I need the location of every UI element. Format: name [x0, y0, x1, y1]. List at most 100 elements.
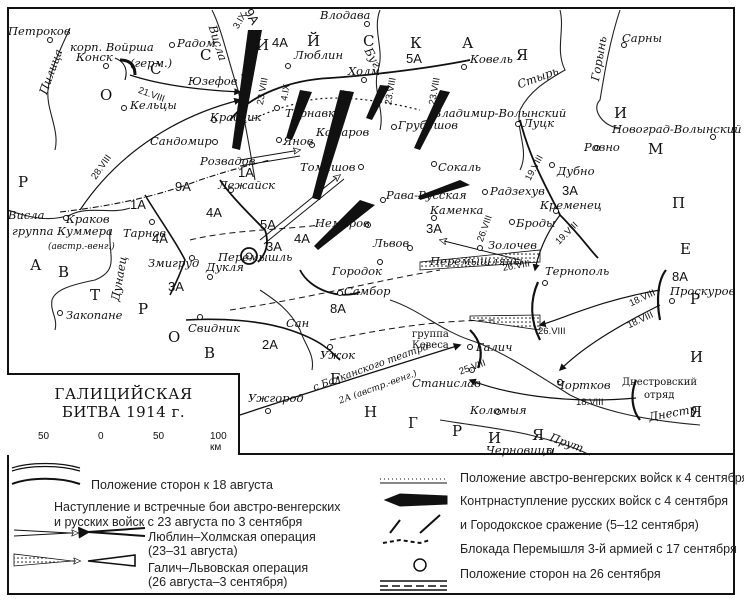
army-label: 3А [168, 279, 184, 294]
city-label: Змигруд [148, 256, 200, 270]
rivers [7, 9, 701, 456]
city-label: Тернополь [545, 264, 610, 278]
legend-item-gorodok: и Городокское сражение (5–12 сентября) [460, 518, 699, 532]
city-label: Закопане [66, 308, 123, 322]
army-label: 3А [266, 239, 282, 254]
city-markers [47, 21, 716, 454]
country-letter: В [204, 344, 216, 362]
city-label: Лежайск [218, 178, 276, 192]
city-label: Галич [476, 340, 513, 354]
map-title-line1: ГАЛИЦИЙСКАЯ [54, 385, 193, 403]
city-label: Перемышляны [430, 254, 523, 268]
group-label: (герм.) [130, 56, 173, 70]
front-lines [59, 57, 667, 421]
city-label: Городок [332, 264, 382, 278]
date-label: 18.VIII [576, 397, 604, 408]
city-label: Проскуров [670, 284, 736, 298]
city-label: Влодава [320, 8, 371, 22]
legend-item-galich-lvov: Галич–Львовская операция [148, 561, 309, 575]
army-label: 3А [426, 221, 442, 236]
country-letter: Р [18, 173, 29, 191]
city-label: Каменка [430, 203, 484, 217]
city-label: Немиров [315, 216, 370, 230]
group-label: корп. Войрша [70, 40, 154, 54]
city-label: Тарнавка [285, 106, 342, 120]
legend-symbols [11, 462, 448, 591]
army-label: 8А [672, 269, 688, 284]
city-label: Черновицы [486, 443, 556, 457]
scale-tick-label: 50 [38, 431, 50, 442]
city-label: Самбор [344, 284, 391, 298]
army-label: 5А [406, 51, 422, 66]
country-letter: Р [452, 422, 463, 440]
river-label: Сан [286, 316, 310, 330]
title-box: ГАЛИЦИЙСКАЯ БИТВА 1914 г. 50 0 50 100 км [7, 373, 240, 455]
country-letter: Я [516, 46, 529, 64]
city-label: Коломыя [470, 403, 527, 417]
city-label: Краков [66, 212, 110, 226]
russian-attack-wedges [232, 30, 470, 250]
legend-item-advance-line2: и русских войск с 23 августа по 3 сентяб… [54, 515, 303, 529]
army-label: 9А [175, 179, 191, 194]
city-label: Конск [76, 50, 113, 64]
city-label: Юзефов [188, 74, 238, 88]
city-label: Сандомир [150, 134, 212, 148]
country-letter: С [150, 60, 162, 78]
army-label: 4А [272, 35, 288, 50]
group-label: (австр.-венг.) [48, 242, 115, 252]
country-letter: И [488, 429, 502, 447]
country-letter: К [410, 34, 422, 52]
country-letter: Р [690, 290, 701, 308]
country-letter: А [462, 34, 474, 52]
city-label: Перемышль [218, 250, 293, 264]
country-letter: И [256, 36, 270, 54]
map-frame [7, 7, 735, 455]
city-label: Чортков [556, 378, 611, 392]
city-label: Радзехув [490, 184, 545, 198]
legend-item-przemysl-blockade: Блокада Перемышля 3-й армией с 17 сентяб… [460, 542, 737, 556]
galich-lvov-bands [419, 249, 541, 331]
country-letter: Т [90, 286, 101, 304]
scale-tick-label: 50 [153, 431, 165, 442]
group-label: группа Куммера [12, 224, 113, 238]
army-label: 1А [238, 165, 254, 180]
map-title-line2: БИТВА 1914 г. [61, 403, 186, 421]
date-label: 26.VIII [538, 326, 566, 337]
city-label: Станислав [412, 376, 481, 390]
country-letter: Й [307, 32, 321, 50]
country-letter: О [168, 328, 181, 346]
country-letter: Е [330, 370, 341, 388]
group-label: Днестровский [622, 377, 698, 388]
city-label: Тарнов [123, 226, 167, 240]
city-label: Янов [283, 134, 314, 148]
city-label: Кельцы [130, 98, 177, 112]
city-label: Розвадов [200, 154, 256, 168]
city-label: Холм [348, 64, 380, 78]
city-label: Дубно [557, 164, 595, 178]
group-label: Кевеса [412, 340, 449, 351]
country-letter: Я [532, 426, 545, 444]
country-letter: П [672, 194, 686, 212]
country-letter: С [200, 46, 212, 64]
city-label: Золочев [488, 238, 537, 252]
army-label: 5А [260, 217, 276, 232]
city-label: Кременец [540, 198, 602, 212]
legend-item-lublin-kholm: Люблин–Холмская операция [148, 530, 316, 544]
country-letter: И [690, 348, 704, 366]
army-label: 4А [152, 231, 168, 246]
city-label: Ужгород [248, 391, 304, 405]
city-label: Сарны [622, 31, 662, 45]
legend: Положение сторон к 18 августа Наступлени… [7, 455, 744, 595]
country-letter: М [648, 140, 664, 158]
city-label: Петроков [8, 24, 71, 38]
city-label: Люблин [294, 48, 344, 62]
city-label: Томашов [300, 160, 356, 174]
legend-item-austro-sep4: Положение австро-венгерских войск к 4 се… [460, 471, 744, 485]
city-label: Дукля [206, 260, 244, 274]
army-label: 2А [262, 337, 278, 352]
army-label: 8А [330, 301, 346, 316]
city-label: Красник [210, 110, 262, 124]
army-label: 1А [130, 197, 146, 212]
city-label: Сокаль [438, 160, 482, 174]
